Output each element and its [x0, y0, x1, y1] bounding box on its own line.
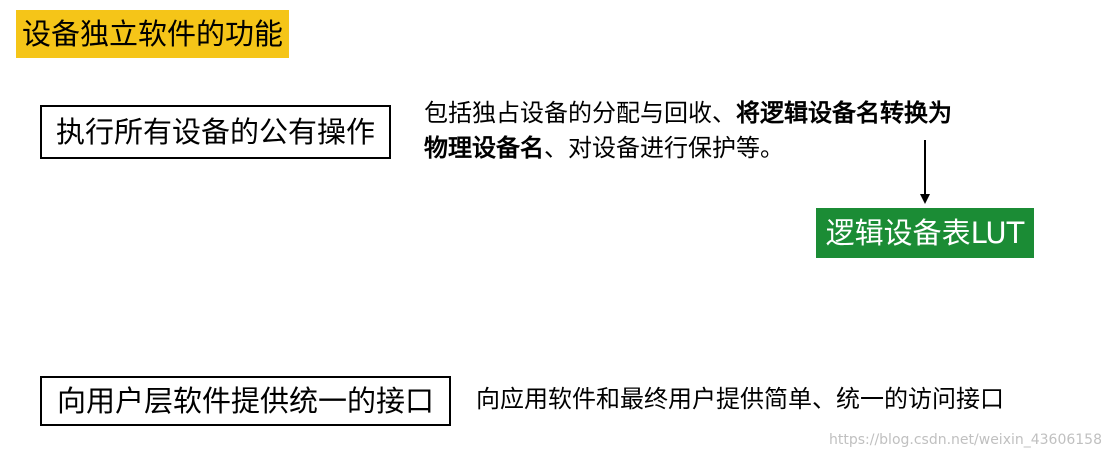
function-description-common-operations: 包括独占设备的分配与回收、将逻辑设备名转换为 物理设备名、对设备进行保护等。 [424, 96, 952, 166]
description-line-1: 包括独占设备的分配与回收、将逻辑设备名转换为 [424, 96, 952, 131]
down-arrow-icon [920, 140, 930, 204]
slide-title: 设备独立软件的功能 [16, 10, 290, 58]
function-box-unified-interface: 向用户层软件提供统一的接口 [40, 376, 451, 426]
lut-badge: 逻辑设备表LUT [816, 208, 1034, 258]
description-line-2: 物理设备名、对设备进行保护等。 [424, 131, 952, 166]
function-box-common-operations: 执行所有设备的公有操作 [40, 105, 391, 159]
description-bold-text-1: 将逻辑设备名转换为 [736, 99, 952, 127]
function-label-unified-interface: 向用户层软件提供统一的接口 [56, 383, 434, 418]
watermark-text: https://blog.csdn.net/weixin_43606158 [828, 432, 1102, 448]
description-bold-text-2: 物理设备名 [424, 133, 544, 162]
slide-title-text: 设备独立软件的功能 [22, 16, 284, 51]
description-unified-interface-text: 向应用软件和最终用户提供简单、统一的访问接口 [476, 385, 1004, 413]
description-plain-text-1: 包括独占设备的分配与回收、 [424, 99, 736, 127]
function-label-common-operations: 执行所有设备的公有操作 [55, 114, 375, 149]
description-plain-text-2: 、对设备进行保护等。 [544, 133, 784, 162]
lut-badge-text: 逻辑设备表LUT [825, 215, 1025, 250]
function-description-unified-interface: 向应用软件和最终用户提供简单、统一的访问接口 [476, 385, 1004, 414]
